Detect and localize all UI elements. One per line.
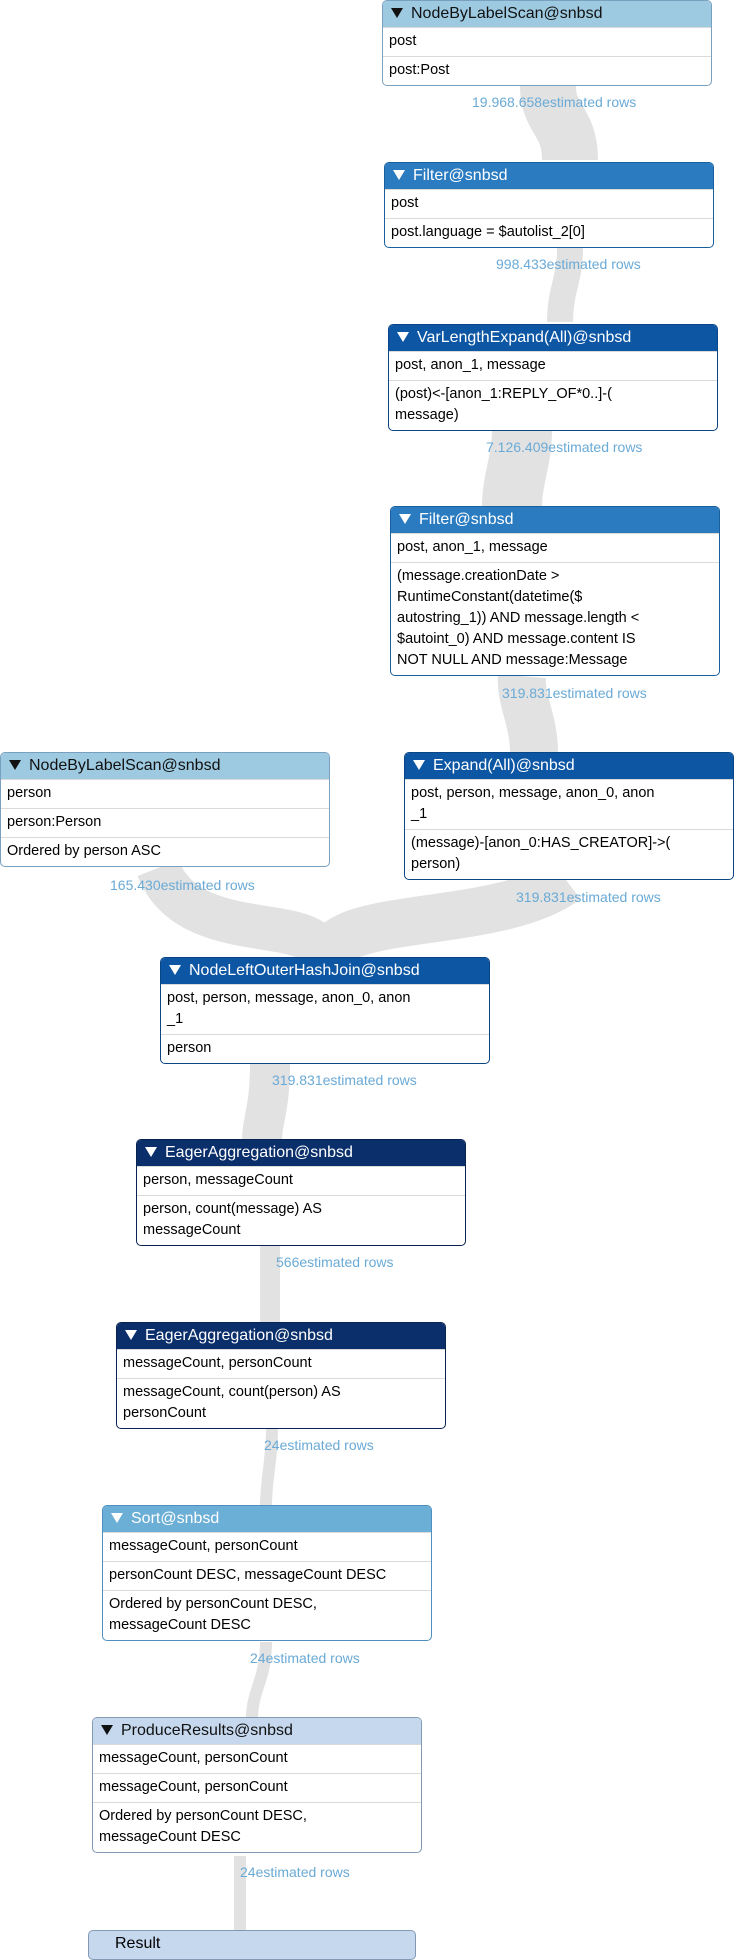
collapse-triangle-icon[interactable] — [397, 331, 409, 342]
collapse-triangle-icon[interactable] — [101, 1724, 113, 1735]
estimated-rows-label: 165.430estimated rows — [110, 877, 255, 893]
operator-title: EagerAggregation@snbsd — [145, 1327, 333, 1344]
operator-title: VarLengthExpand(All)@snbsd — [417, 329, 632, 346]
operator-detail-row: person — [161, 1034, 489, 1063]
estimated-rows-label: 319.831estimated rows — [502, 685, 647, 701]
operator-detail-row: post.language = $autolist_2[0] — [385, 218, 713, 247]
collapse-triangle-icon[interactable] — [9, 759, 21, 770]
operator-node[interactable]: Filter@snbsd post post.language = $autol… — [384, 162, 714, 248]
operator-detail-row: post — [383, 27, 711, 56]
operator-detail-row: post, person, message, anon_0, anon _1 — [405, 779, 733, 829]
operator-node[interactable]: Expand(All)@snbsd post, person, message,… — [404, 752, 734, 880]
estimated-rows-label: 24estimated rows — [240, 1864, 350, 1880]
result-node[interactable]: Result — [88, 1930, 416, 1960]
operator-node[interactable]: NodeByLabelScan@snbsd person person:Pers… — [0, 752, 330, 867]
operator-detail-row: post, anon_1, message — [391, 533, 719, 562]
operator-detail-row: (post)<-[anon_1:REPLY_OF*0..]-( message) — [389, 380, 717, 430]
collapse-triangle-icon[interactable] — [399, 513, 411, 524]
operator-node[interactable]: VarLengthExpand(All)@snbsd post, anon_1,… — [388, 324, 718, 431]
estimated-rows-label: 319.831estimated rows — [272, 1072, 417, 1088]
pipe-sort-to-produce — [246, 1641, 272, 1719]
operator-detail-row: post — [385, 189, 713, 218]
estimated-rows-label: 19.968.658estimated rows — [472, 94, 637, 110]
operator-title: Expand(All)@snbsd — [433, 757, 575, 774]
operator-header[interactable]: ProduceResults@snbsd — [93, 1718, 421, 1744]
operator-detail-row: post, anon_1, message — [389, 351, 717, 380]
operator-detail-row: messageCount, personCount — [93, 1744, 421, 1773]
estimated-rows-label: 24estimated rows — [264, 1437, 374, 1453]
collapse-triangle-icon[interactable] — [391, 7, 403, 18]
collapse-triangle-icon[interactable] — [393, 169, 405, 180]
operator-title: NodeLeftOuterHashJoin@snbsd — [189, 962, 420, 979]
operator-title: NodeByLabelScan@snbsd — [411, 5, 603, 22]
operator-node[interactable]: ProduceResults@snbsd messageCount, perso… — [92, 1717, 422, 1853]
operator-detail-row: person — [1, 779, 329, 808]
operator-header[interactable]: NodeByLabelScan@snbsd — [1, 753, 329, 779]
pipe-varlength-to-filter — [482, 429, 552, 508]
estimated-rows-label: 24estimated rows — [250, 1650, 360, 1666]
operator-title: NodeByLabelScan@snbsd — [29, 757, 221, 774]
estimated-rows-label: 566estimated rows — [276, 1254, 394, 1270]
estimated-rows-label: 319.831estimated rows — [516, 889, 661, 905]
pipe-aggregation-to-sort — [260, 1427, 278, 1506]
operator-node[interactable]: Filter@snbsd post, anon_1, message (mess… — [390, 506, 720, 676]
operator-header[interactable]: EagerAggregation@snbsd — [137, 1140, 465, 1166]
operator-detail-row: (message.creationDate > RuntimeConstant(… — [391, 562, 719, 675]
estimated-rows-label: 7.126.409estimated rows — [486, 439, 643, 455]
operator-node[interactable]: NodeByLabelScan@snbsd post post:Post — [382, 0, 712, 86]
operator-detail-row: post:Post — [383, 56, 711, 85]
pipe-filter-to-expand — [497, 674, 558, 754]
operator-node[interactable]: Sort@snbsd messageCount, personCount per… — [102, 1505, 432, 1641]
pipe-filter-to-varlength — [547, 247, 583, 323]
operator-detail-row: Ordered by personCount DESC, messageCoun… — [103, 1590, 431, 1640]
operator-title: Filter@snbsd — [419, 511, 514, 528]
operator-detail-row: (message)-[anon_0:HAS_CREATOR]->( person… — [405, 829, 733, 879]
operator-detail-row: post, person, message, anon_0, anon _1 — [161, 984, 489, 1034]
operator-header[interactable]: EagerAggregation@snbsd — [117, 1323, 445, 1349]
operator-detail-row: messageCount, personCount — [117, 1349, 445, 1378]
operator-node[interactable]: EagerAggregation@snbsd person, messageCo… — [136, 1139, 466, 1246]
operator-header[interactable]: VarLengthExpand(All)@snbsd — [389, 325, 717, 351]
pipe-join-to-aggregation — [242, 1063, 290, 1141]
collapse-triangle-icon[interactable] — [111, 1512, 123, 1523]
pipe-expand-to-join — [306, 859, 581, 965]
collapse-triangle-icon[interactable] — [125, 1329, 137, 1340]
collapse-triangle-icon[interactable] — [145, 1146, 157, 1157]
operator-detail-row: personCount DESC, messageCount DESC — [103, 1561, 431, 1590]
operator-header[interactable]: Filter@snbsd — [391, 507, 719, 533]
operator-header[interactable]: NodeLeftOuterHashJoin@snbsd — [161, 958, 489, 984]
operator-title: EagerAggregation@snbsd — [165, 1144, 353, 1161]
operator-detail-row: person:Person — [1, 808, 329, 837]
operator-node[interactable]: EagerAggregation@snbsd messageCount, per… — [116, 1322, 446, 1429]
operator-header[interactable]: NodeByLabelScan@snbsd — [383, 1, 711, 27]
operator-detail-row: Ordered by person ASC — [1, 837, 329, 866]
operator-header[interactable]: Expand(All)@snbsd — [405, 753, 733, 779]
collapse-triangle-icon[interactable] — [169, 964, 181, 975]
operator-header[interactable]: Filter@snbsd — [385, 163, 713, 189]
operator-detail-row: messageCount, personCount — [93, 1773, 421, 1802]
operator-node[interactable]: NodeLeftOuterHashJoin@snbsd post, person… — [160, 957, 490, 1064]
operator-detail-row: messageCount, count(person) AS personCou… — [117, 1378, 445, 1428]
operator-title: Sort@snbsd — [131, 1510, 220, 1527]
collapse-triangle-icon[interactable] — [413, 759, 425, 770]
operator-header[interactable]: Sort@snbsd — [103, 1506, 431, 1532]
operator-detail-row: person, count(message) AS messageCount — [137, 1195, 465, 1245]
operator-detail-row: person, messageCount — [137, 1166, 465, 1195]
operator-title: Filter@snbsd — [413, 167, 508, 184]
estimated-rows-label: 998.433estimated rows — [496, 256, 641, 272]
operator-detail-row: messageCount, personCount — [103, 1532, 431, 1561]
operator-detail-row: Ordered by personCount DESC, messageCoun… — [93, 1802, 421, 1852]
operator-title: ProduceResults@snbsd — [121, 1722, 293, 1739]
pipe-scan-to-filter — [520, 84, 598, 162]
